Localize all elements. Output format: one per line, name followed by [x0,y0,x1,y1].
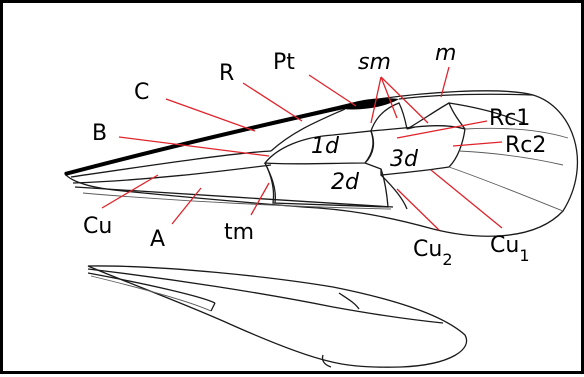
labels: Pt sm m R C B Rc1 Rc2 1d 3d 2d Cu A tm C… [83,41,546,269]
label-cu2: Cu2 [413,237,453,269]
leader-rc1 [397,121,487,138]
wing-diagram: Pt sm m R C B Rc1 Rc2 1d 3d 2d Cu A tm C… [3,3,584,377]
leader-rc2 [453,142,502,146]
cubital-vein [73,165,271,183]
leader-cu1 [431,170,502,228]
label-rc1: Rc1 [489,106,530,131]
hindwing-crossvein-1 [211,303,215,311]
label-cu1-sub: 1 [519,246,529,265]
label-2d: 2d [331,170,360,195]
label-cu1: Cu1 [490,233,530,265]
leader-pt [309,75,356,106]
media-distal [449,167,563,211]
label-1d: 1d [311,134,340,159]
hindwing-vein-3 [91,276,211,311]
label-cu2-base: Cu [413,237,442,262]
label-tm: tm [224,220,254,245]
label-cu: Cu [83,214,112,239]
label-r: R [219,61,234,86]
leader-c [166,99,255,131]
radial-margin-vein [399,94,533,99]
leader-cu2 [397,189,439,230]
hindwing-outline [88,266,467,367]
label-pt: Pt [273,50,295,75]
leader-r [243,83,302,121]
hindwing-crossvein-2 [339,293,359,309]
label-rc2: Rc2 [505,133,546,158]
label-m: m [435,41,456,66]
cubitus-distal [381,175,407,209]
label-b: B [92,121,107,146]
label-3d: 3d [390,147,419,172]
hind-wing [88,266,467,367]
label-a: A [150,227,165,252]
label-cu2-sub: 2 [442,250,452,269]
label-c: C [134,80,149,105]
label-cu1-base: Cu [490,233,519,258]
label-sm: sm [358,50,391,75]
